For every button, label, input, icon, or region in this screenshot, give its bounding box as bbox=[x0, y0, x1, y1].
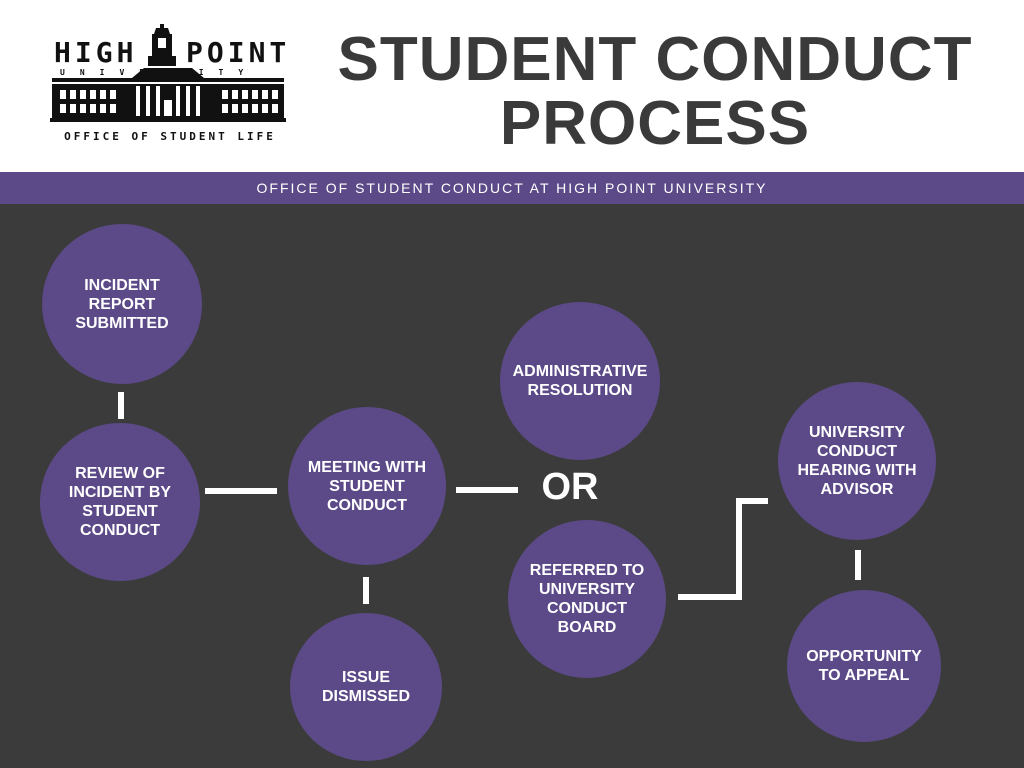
step-incident-label: INCIDENT REPORT SUBMITTED bbox=[75, 276, 168, 333]
step-appeal-label: OPPORTUNITY TO APPEAL bbox=[806, 647, 922, 685]
connector-referred-hearing-h2 bbox=[736, 498, 768, 504]
step-referred-to-university-conduct-board: REFERRED TO UNIVERSITY CONDUCT BOARD bbox=[508, 520, 666, 678]
step-hearing-line: CONDUCT bbox=[816, 443, 897, 460]
connector-meeting-dismissed bbox=[363, 577, 369, 604]
subtitle-band: OFFICE OF STUDENT CONDUCT AT HIGH POINT … bbox=[0, 172, 1024, 204]
connector-meeting-or bbox=[456, 487, 518, 493]
header: HIGH POINT UNIVERSITY OFFICE OF STUDENT … bbox=[0, 0, 1024, 172]
step-hearing-line: ADVISOR bbox=[820, 481, 894, 498]
step-hearing-line: UNIVERSITY bbox=[808, 424, 905, 441]
step-hearing-line: HEARING WITH bbox=[797, 462, 917, 479]
page-title-line-2: PROCESS bbox=[499, 89, 811, 158]
step-incident-line: INCIDENT bbox=[84, 276, 160, 294]
step-meeting-line: CONDUCT bbox=[327, 496, 407, 514]
step-review-of-incident: REVIEW OF INCIDENT BY STUDENT CONDUCT bbox=[40, 423, 200, 581]
step-issue-dismissed: ISSUE DISMISSED bbox=[290, 613, 442, 761]
page-title: STUDENT CONDUCT PROCESS bbox=[330, 28, 980, 156]
high-point-university-logo: HIGH POINT UNIVERSITY OFFICE OF STUDENT … bbox=[46, 22, 290, 150]
step-appeal-line: TO APPEAL bbox=[818, 667, 910, 684]
step-meeting-line: STUDENT bbox=[329, 477, 405, 495]
step-meeting-line: MEETING WITH bbox=[307, 458, 427, 476]
building-icon bbox=[50, 24, 286, 122]
connector-hearing-appeal bbox=[855, 550, 861, 580]
step-opportunity-to-appeal: OPPORTUNITY TO APPEAL bbox=[787, 590, 941, 742]
step-review-line: STUDENT bbox=[82, 503, 158, 520]
logo-word-point: POINT bbox=[186, 36, 291, 69]
or-label: OR bbox=[541, 466, 599, 508]
step-meeting-with-student-conduct: MEETING WITH STUDENT CONDUCT bbox=[288, 407, 446, 565]
step-dismissed-label: ISSUE DISMISSED bbox=[322, 668, 410, 706]
step-administrative-line: RESOLUTION bbox=[527, 382, 633, 399]
connector-referred-hearing-v bbox=[736, 498, 742, 600]
step-dismissed-line: ISSUE bbox=[341, 669, 390, 686]
step-review-line: INCIDENT BY bbox=[68, 484, 172, 501]
step-review-label: REVIEW OF INCIDENT BY STUDENT CONDUCT bbox=[69, 464, 171, 540]
step-incident-report-submitted: INCIDENT REPORT SUBMITTED bbox=[42, 224, 202, 384]
step-review-line: CONDUCT bbox=[79, 522, 160, 539]
step-review-line: REVIEW OF bbox=[75, 465, 165, 482]
subtitle-text: OFFICE OF STUDENT CONDUCT AT HIGH POINT … bbox=[256, 180, 768, 196]
step-referred-line: REFERRED TO bbox=[529, 562, 645, 579]
step-referred-line: BOARD bbox=[557, 619, 617, 636]
connector-review-meeting bbox=[205, 488, 277, 494]
step-meeting-label: MEETING WITH STUDENT CONDUCT bbox=[308, 458, 426, 515]
step-university-conduct-hearing: UNIVERSITY CONDUCT HEARING WITH ADVISOR bbox=[778, 382, 936, 540]
logo-word-high: HIGH bbox=[54, 36, 138, 69]
step-administrative-line: ADMINISTRATIVE bbox=[512, 363, 648, 380]
step-incident-line: SUBMITTED bbox=[75, 314, 169, 332]
step-administrative-resolution: ADMINISTRATIVE RESOLUTION bbox=[500, 302, 660, 460]
step-incident-line: REPORT bbox=[88, 295, 156, 313]
connector-incident-review bbox=[118, 392, 124, 419]
page-title-line-1: STUDENT CONDUCT bbox=[337, 25, 973, 94]
connector-referred-hearing-h1 bbox=[678, 594, 742, 600]
step-appeal-line: OPPORTUNITY bbox=[806, 648, 922, 665]
step-dismissed-line: DISMISSED bbox=[321, 688, 410, 705]
logo-university-text: UNIVERSITY bbox=[60, 68, 259, 77]
step-hearing-label: UNIVERSITY CONDUCT HEARING WITH ADVISOR bbox=[797, 423, 916, 499]
step-referred-line: UNIVERSITY bbox=[538, 581, 635, 598]
logo-office-text: OFFICE OF STUDENT LIFE bbox=[64, 130, 276, 143]
step-administrative-label: ADMINISTRATIVE RESOLUTION bbox=[513, 362, 648, 400]
step-referred-label: REFERRED TO UNIVERSITY CONDUCT BOARD bbox=[530, 561, 644, 637]
step-referred-line: CONDUCT bbox=[546, 600, 627, 617]
